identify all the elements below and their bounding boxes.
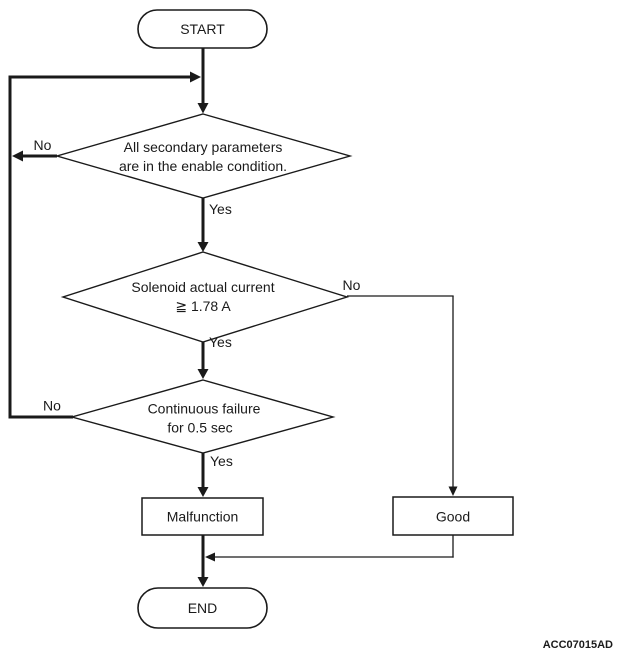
arrowhead-down-check-enable bbox=[197, 103, 209, 114]
start-node bbox=[137, 9, 268, 49]
check-current-label-line2: ≧ 1.78 A bbox=[175, 298, 231, 314]
end-node bbox=[137, 587, 268, 629]
arrowhead-down-good bbox=[448, 486, 458, 496]
edge-label-yes-check-failure: Yes bbox=[210, 453, 233, 469]
end-label: END bbox=[188, 600, 218, 616]
arrowhead-down-end bbox=[197, 577, 209, 587]
malfunction-label: Malfunction bbox=[167, 509, 239, 525]
check-failure-label-line1: Continuous failure bbox=[148, 401, 261, 417]
edge-label-yes-check-current: Yes bbox=[209, 334, 232, 350]
decision-check-enable bbox=[54, 113, 353, 199]
edge-label-yes-check-enable: Yes bbox=[209, 201, 232, 217]
edge-label-no-check-failure: No bbox=[43, 398, 61, 414]
check-failure-label-line2: for 0.5 sec bbox=[167, 420, 232, 436]
decision-check-current bbox=[60, 251, 350, 343]
check-enable-label-line2: are in the enable condition. bbox=[119, 158, 287, 174]
start-label: START bbox=[180, 21, 225, 37]
arrowhead-left-check-enable-no bbox=[12, 150, 23, 162]
good-node bbox=[392, 496, 514, 536]
good-label: Good bbox=[436, 509, 470, 525]
check-enable-label-line1: All secondary parameters bbox=[124, 139, 283, 155]
check-current-label-line1: Solenoid actual current bbox=[131, 279, 274, 295]
arrowhead-down-malfunction bbox=[197, 487, 209, 497]
arrowhead-down-check-failure bbox=[197, 369, 209, 379]
figure-code: ACC07015AD bbox=[543, 639, 613, 651]
arrowhead-right-feedback bbox=[190, 71, 201, 83]
edge-label-no-check-enable: No bbox=[34, 137, 52, 153]
arrowhead-left-merge bbox=[205, 552, 215, 562]
malfunction-node bbox=[141, 497, 264, 536]
edge-label-no-check-current: No bbox=[343, 277, 361, 293]
arrowhead-down-check-current bbox=[197, 242, 209, 252]
decision-check-failure bbox=[69, 379, 336, 454]
